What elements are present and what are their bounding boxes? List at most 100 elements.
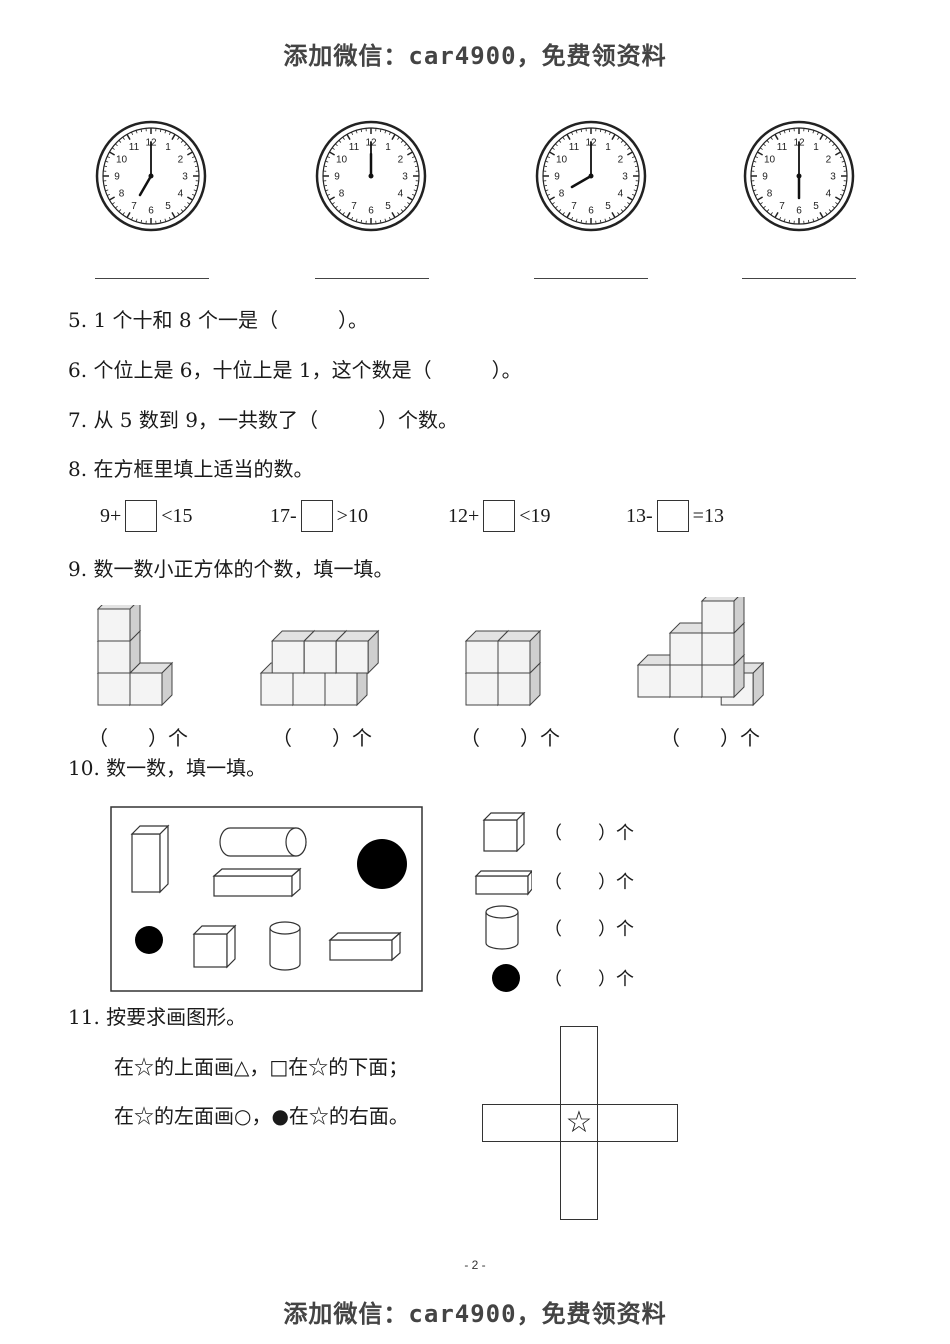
inequality-right: <15 [161,504,193,527]
clock-numeral: 1 [813,142,819,153]
clock-numeral: 6 [148,206,154,217]
answer-box[interactable] [656,500,689,532]
clock-numeral: 2 [398,155,404,166]
cube-stack-4-icon [636,597,765,707]
clock-numeral: 10 [116,155,128,166]
clock-numeral: 10 [336,155,348,166]
clock-numeral: 7 [131,201,137,212]
cube-stack-2-icon [259,629,380,707]
clock-numeral: 11 [129,142,140,153]
legend-cube: （ ）个 [474,812,674,852]
vertical-cylinder-icon [485,905,519,950]
clock-numeral: 1 [605,142,611,153]
clock-numeral: 8 [119,189,125,200]
legend-count[interactable]: （ ）个 [544,872,634,893]
cube-count-2[interactable]: （ ）个 [272,726,372,750]
clock-numeral: 7 [571,201,577,212]
answer-box[interactable] [483,500,516,532]
legend-ball: （ ）个 [474,958,674,998]
clock-numeral: 5 [813,201,819,212]
clock-numeral: 7 [779,201,785,212]
instruction-line-1: 在☆的上面画△，□在☆的下面； [114,1055,409,1079]
legend-count[interactable]: （ ）个 [544,969,634,990]
inequality-2: 17- >10 [270,500,368,532]
small-cube [496,629,542,675]
inequality-left: 13- [626,504,653,527]
footer-banner: 添加微信：car4900，免费领资料 [283,1300,667,1328]
clock-numeral: 9 [334,172,340,183]
clock-numeral: 2 [618,155,624,166]
star-icon: ☆ [565,1105,593,1140]
answer-box[interactable] [300,500,333,532]
horizontal-cylinder-icon [219,827,307,857]
legend-cylinder: （ ）个 [474,905,674,950]
small-cube [334,629,380,675]
clock-numeral: 1 [385,142,391,153]
small-cube [96,605,141,643]
tall-cuboid-icon [130,824,170,894]
clock-numeral: 3 [402,172,408,183]
inequality-right: =13 [692,504,724,527]
clock-numeral: 8 [767,189,773,200]
clock-numeral: 3 [622,172,628,183]
clock-numeral: 4 [398,189,404,200]
cube-icon [482,812,526,852]
ball-icon [492,964,520,992]
clock-numeral: 3 [182,172,188,183]
clock-numeral: 9 [554,172,560,183]
clock-numeral: 5 [605,201,611,212]
page-number: - 2 - [464,1258,486,1272]
clock-numeral: 2 [178,155,184,166]
inequality-left: 12+ [448,504,480,527]
inequality-right: <19 [519,504,551,527]
answer-blank-3[interactable] [534,278,648,279]
answer-blank-1[interactable] [95,278,209,279]
legend-count[interactable]: （ ）个 [544,919,634,940]
vertical-cylinder-icon [269,921,301,971]
inequality-left: 17- [270,504,297,527]
clock-numeral: 4 [178,189,184,200]
drawing-slot-left[interactable] [522,1104,560,1142]
clock-twelve-icon: 121234567891011 [315,120,427,232]
header-banner: 添加微信：car4900，免费领资料 [283,42,667,70]
question-7: 7. 从 5 数到 9，一共数了（ ）个数。 [68,408,458,432]
inequality-left: 9+ [100,504,122,527]
flat-cuboid-icon [212,867,302,898]
cube-stack-1-icon [96,605,174,707]
clock-numeral: 10 [556,155,568,166]
drawing-slot-above[interactable] [560,1066,598,1104]
cube-count-1[interactable]: （ ）个 [88,726,188,750]
inequality-3: 12+ <19 [448,500,551,532]
legend-count[interactable]: （ ）个 [544,823,634,844]
cube-stack-3-icon [464,629,542,707]
cube-icon [192,924,237,969]
clock-numeral: 10 [764,155,776,166]
question-11: 11. 按要求画图形。 [68,1005,247,1029]
answer-blank-2[interactable] [315,278,429,279]
flat-cuboid-icon [328,931,402,962]
cube-count-3[interactable]: （ ）个 [460,726,560,750]
question-6: 6. 个位上是 6，十位上是 1，这个数是（ ）。 [68,358,522,382]
clock-numeral: 9 [114,172,120,183]
drawing-slot-below[interactable] [560,1142,598,1180]
cross-horizontal-bar [482,1104,678,1142]
small-cube [128,661,174,707]
instruction-line-2: 在☆的左面画○，●在☆的右面。 [114,1104,409,1128]
inequality-1: 9+ <15 [100,500,193,532]
clock-numeral: 6 [588,206,594,217]
drawing-slot-right[interactable] [598,1104,636,1142]
clock-seven-icon: 121234567891011 [95,120,207,232]
question-8: 8. 在方框里填上适当的数。 [68,457,314,481]
answer-box[interactable] [125,500,158,532]
answer-blank-4[interactable] [742,278,856,279]
cross-vertical-bar [560,1026,598,1220]
clock-numeral: 11 [777,142,788,153]
clock-numeral: 3 [830,172,836,183]
clock-numeral: 6 [796,206,802,217]
inequality-right: >10 [336,504,368,527]
inequality-4: 13- =13 [626,500,724,532]
clock-numeral: 8 [559,189,565,200]
clock-numeral: 7 [351,201,357,212]
clock-numeral: 8 [339,189,345,200]
cube-count-4[interactable]: （ ）个 [660,726,760,750]
